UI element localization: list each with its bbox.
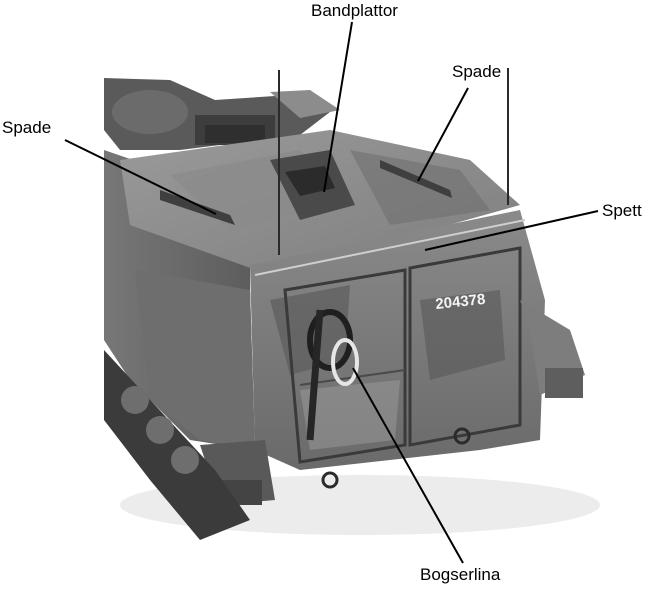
label-bogserlina: Bogserlina [420,565,501,584]
track-plates [270,150,355,220]
track-left [104,350,250,540]
leader-bandplattor [323,21,353,193]
label-spade-right: Spade [452,62,502,81]
leader-bogserlina [352,367,464,564]
spade-right-shape [380,160,452,198]
leader-spade-right [417,87,469,182]
leader-spade-left [64,139,217,215]
turret [104,78,340,150]
leader-spett [424,210,599,251]
label-spett: Spett [602,201,642,220]
label-spade-left: Spade [2,118,52,137]
spade-left-shape [160,190,235,225]
vehicle-serial-number: 204378 [435,291,487,313]
towing-cable [306,309,359,441]
spett-bar [254,219,526,276]
label-bandplattor: Bandplattor [311,1,398,20]
